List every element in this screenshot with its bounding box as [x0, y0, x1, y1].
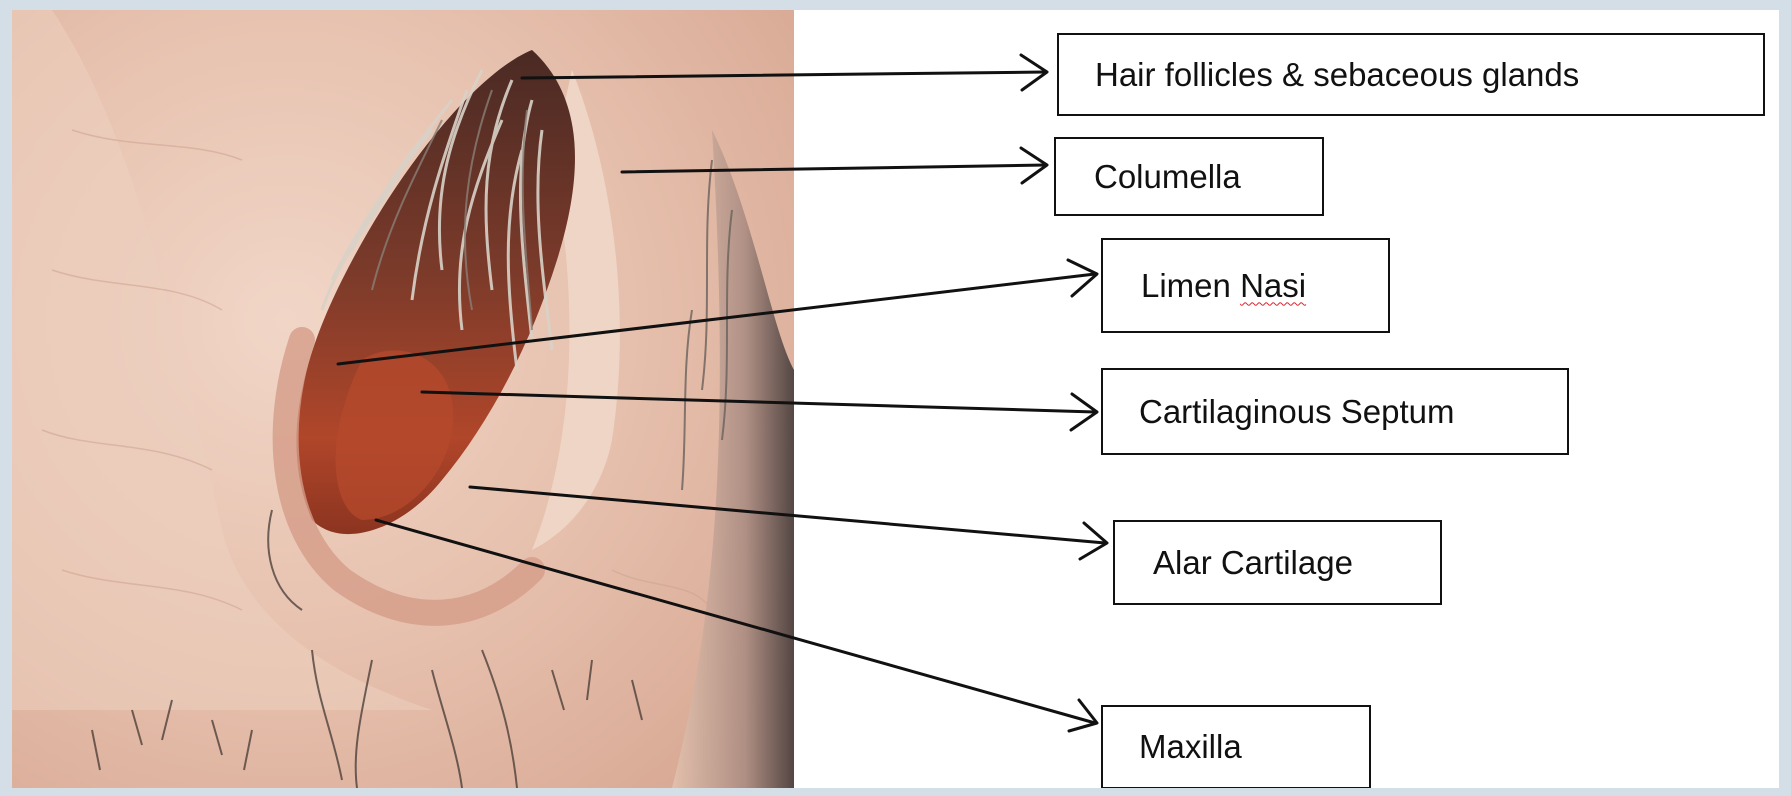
arrow-alar-cartilage — [470, 487, 1107, 559]
arrow-columella — [622, 148, 1047, 183]
label-cartilaginous-septum: Cartilaginous Septum — [1101, 368, 1569, 455]
arrow-limen-nasi — [338, 260, 1097, 364]
label-limen-nasi-text: Limen Nasi — [1141, 267, 1306, 305]
label-maxilla-text: Maxilla — [1139, 728, 1242, 766]
label-limen-prefix: Limen — [1141, 267, 1240, 304]
arrow-hair-follicles — [522, 55, 1047, 90]
label-hair-follicles-text: Hair follicles & sebaceous glands — [1095, 56, 1579, 94]
label-limen-word: Nasi — [1240, 267, 1306, 304]
label-hair-follicles: Hair follicles & sebaceous glands — [1057, 33, 1765, 116]
label-cartilaginous-septum-text: Cartilaginous Septum — [1139, 393, 1455, 431]
label-columella-text: Columella — [1094, 158, 1241, 196]
arrow-maxilla — [376, 520, 1097, 731]
label-alar-cartilage-text: Alar Cartilage — [1153, 544, 1353, 582]
label-maxilla: Maxilla — [1101, 705, 1371, 789]
arrow-cartilaginous-septum — [422, 392, 1097, 430]
label-columella: Columella — [1054, 137, 1324, 216]
label-limen-nasi: Limen Nasi — [1101, 238, 1390, 333]
label-alar-cartilage: Alar Cartilage — [1113, 520, 1442, 605]
